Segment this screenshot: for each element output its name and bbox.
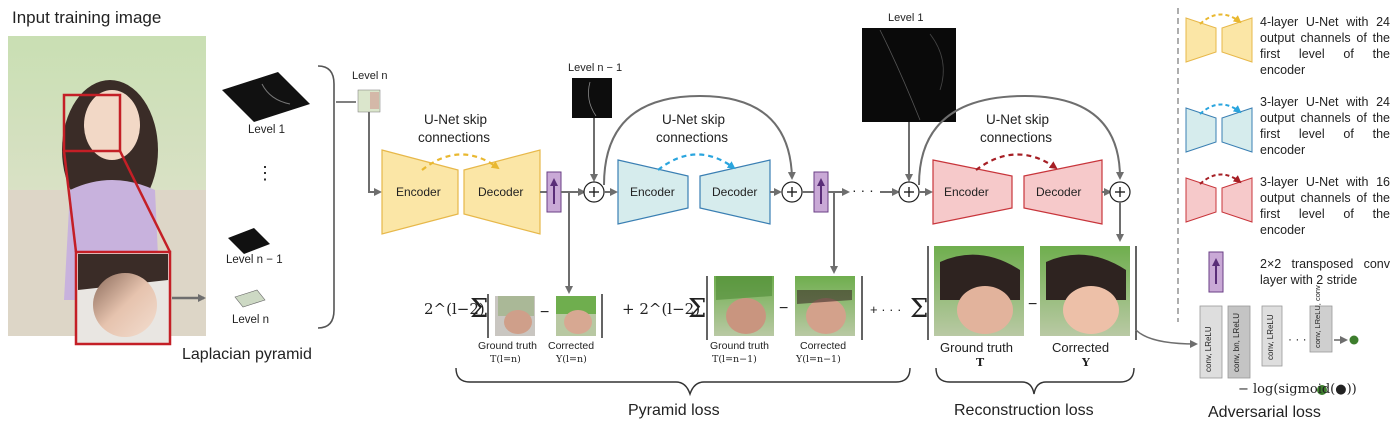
encoder-label-1: Encoder (396, 185, 441, 199)
corrected-patch-level-n-1 (795, 276, 855, 336)
gt-label-3: Ground truth (940, 340, 1013, 355)
sum-term-1: Σ (470, 294, 489, 324)
pyramid-loss-caption: Pyramid loss (628, 402, 720, 419)
crop-image (74, 250, 172, 346)
pyramid-level-n-plane (234, 289, 266, 308)
laplacian-caption: Laplacian pyramid (182, 346, 312, 363)
sum-term-2: Σ (688, 294, 707, 324)
minus-term-2: − (779, 300, 789, 317)
corrected-label-3: Corrected (1052, 340, 1110, 355)
y-sym-3: Y (1082, 356, 1090, 369)
encoder-label-2: Encoder (630, 185, 675, 199)
level-1-patch (862, 28, 956, 122)
disc-block-4-label: conv, LReLU, conv (1313, 285, 1322, 348)
legend-item-1-text: 4-layer U-Net with 24 output channels of… (1260, 15, 1390, 77)
adversarial-formula: − log(sigmoid(●)) (1238, 382, 1357, 397)
pyramid-level-n-1-plane (228, 228, 270, 254)
adversarial-loss-caption: Adversarial loss (1208, 404, 1321, 421)
gt-patch-level-n-1 (714, 276, 774, 336)
disc-block-1-label: conv, LReLU (1204, 326, 1213, 372)
minus-term-1: − (540, 304, 550, 321)
coef-term-1: 2^(l−2) (424, 300, 485, 318)
vertical-ellipsis: ⋮ (256, 163, 274, 183)
decoder-red (1023, 159, 1103, 225)
y-sym-1: Y(l=n) (556, 354, 587, 365)
minus-term-3: − (1028, 296, 1038, 313)
gt-sym-3: T (976, 356, 985, 369)
level-1-label: Level 1 (248, 124, 286, 136)
reconstruction-loss-caption: Reconstruction loss (954, 402, 1094, 419)
decoder-blue (699, 159, 771, 225)
residual-arc-2 (918, 94, 1124, 186)
pyramid-bracket (317, 65, 335, 329)
disc-block-2-label: conv, bn, LReLU (1232, 313, 1241, 372)
corrected-label-2: Corrected (800, 340, 847, 352)
skip-label-2b: connections (656, 130, 729, 145)
residual-arc-1 (603, 94, 796, 186)
plus-dots-term: + · · · (870, 302, 902, 317)
legend-item-4-text: 2×2 transposed conv layer with 2 stride (1260, 257, 1390, 287)
gt-patch-level-n (495, 296, 535, 336)
discriminator (1199, 305, 1359, 379)
level-n-1-label: Level n − 1 (226, 254, 283, 266)
skip-label-1a: U-Net skip (424, 112, 488, 127)
skip-label-3a: U-Net skip (986, 112, 1050, 127)
level-n-1-patch (572, 78, 612, 118)
pyramid-level-1-plane (222, 72, 310, 122)
decoder-label-1: Decoder (478, 185, 524, 199)
corrected-patch-level-n (556, 296, 596, 336)
skip-arrow-red (975, 153, 1058, 171)
encoder-blue (617, 159, 689, 225)
sum-term-3: Σ (910, 294, 929, 324)
crop-box (62, 93, 122, 153)
skip-label-1b: connections (418, 130, 491, 145)
reconstruction-loss-brace (935, 367, 1135, 395)
level-n-label: Level n (232, 314, 270, 326)
skip-arrow-yellow (421, 153, 500, 171)
network-level-1-label: Level 1 (888, 12, 924, 24)
gt-label-2: Ground truth (710, 340, 769, 352)
skip-label-3b: connections (980, 130, 1053, 145)
input-title: Input training image (12, 8, 162, 27)
network-level-n-1-label: Level n − 1 (568, 62, 623, 74)
decoder-yellow (463, 149, 541, 235)
legend-item-3-text: 3-layer U-Net with 16 output channels of… (1260, 175, 1390, 237)
network-level-n-label: Level n (352, 70, 388, 82)
decoder-label-3: Decoder (1036, 185, 1082, 199)
legend-item-2-text: 3-layer U-Net with 24 output channels of… (1260, 95, 1390, 157)
y-sym-2: Y(l=n−1) (796, 354, 841, 365)
corrected-image-full (1040, 246, 1130, 336)
encoder-label-3: Encoder (944, 185, 989, 199)
gt-image-full (934, 246, 1024, 336)
skip-label-2a: U-Net skip (662, 112, 726, 127)
gt-label-1: Ground truth (478, 340, 537, 352)
disc-block-3-label: conv, LReLU (1266, 314, 1275, 360)
gt-sym-2: T(l=n−1) (712, 354, 757, 365)
disc-dots: · · · (1288, 332, 1307, 346)
encoder-red (932, 159, 1013, 225)
skip-arrow-blue (657, 153, 736, 171)
pyramid-loss-brace (455, 367, 911, 397)
decoder-label-2: Decoder (712, 185, 758, 199)
gt-sym-1: T(l=n) (490, 354, 521, 365)
network-dots: · · · (852, 182, 874, 198)
coef-term-2: + 2^(l−2) (622, 300, 701, 318)
corrected-label-1: Corrected (548, 340, 595, 352)
